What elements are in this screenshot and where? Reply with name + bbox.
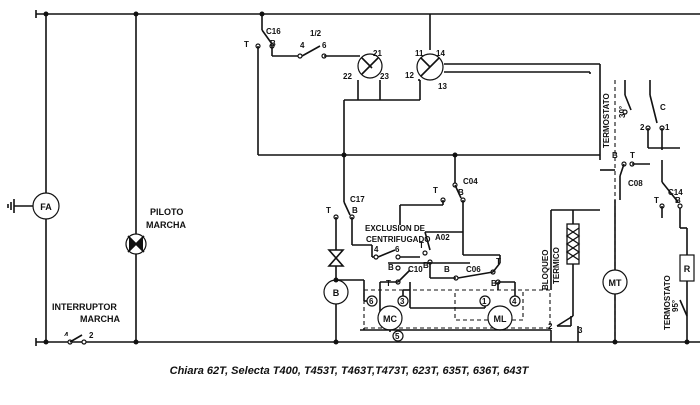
c16-b: B xyxy=(270,39,276,48)
c14-b: B xyxy=(675,196,681,205)
lock-3: 3 xyxy=(578,326,583,335)
c14-t: T xyxy=(654,196,659,205)
switch-terminal-2: 2 xyxy=(89,331,94,340)
a02-b: B xyxy=(423,261,429,270)
c06-b: B xyxy=(444,265,450,274)
t22: 22 xyxy=(343,72,352,81)
a02-label: A02 xyxy=(435,233,450,242)
t13: 13 xyxy=(438,82,447,91)
mc-5: 5 xyxy=(395,332,400,341)
switch-label-2: MARCHA xyxy=(80,314,120,324)
thermostat-section: TERMOSTATO 30° B T C08 C 2 1 C14 T B R xyxy=(602,80,695,345)
r-heater-label: R xyxy=(684,264,691,274)
sw-6: 6 xyxy=(322,41,327,50)
c17-t: T xyxy=(326,206,331,215)
t12: 12 xyxy=(405,71,414,80)
pilot-label-1: PILOTO xyxy=(150,207,183,217)
mt-motor-label: MT xyxy=(609,278,622,288)
c10-b: B xyxy=(388,263,394,272)
t21: 21 xyxy=(373,49,382,58)
diagram-caption: Chiara 62T, Selecta T400, T453T, T463T,T… xyxy=(170,365,530,377)
exclusion-label-1: EXCLUSION DE xyxy=(365,224,426,233)
pilot-lamp: PILOTO MARCHA xyxy=(125,207,186,255)
spin-exclusion: EXCLUSION DE CENTRIFUGADO 4 6 T B A02 xyxy=(365,224,450,278)
thermo-c: C xyxy=(660,103,666,112)
switch-terminal-4: 4 xyxy=(64,331,69,340)
thermal-block-label-2: TERMICO xyxy=(552,247,561,284)
c10-label: C10 xyxy=(408,265,423,274)
excl-6: 6 xyxy=(395,245,400,254)
thermal-block: BLOQUEO TERMICO 2 3 xyxy=(360,209,600,342)
t14: 14 xyxy=(436,49,445,58)
thermostat-bottom-label: TERMOSTATO xyxy=(663,275,672,330)
pilot-label-2: MARCHA xyxy=(146,220,186,230)
c04-t: T xyxy=(433,186,438,195)
fa-label: FA xyxy=(40,202,52,212)
c06-b2: B xyxy=(491,279,497,288)
c06-label: C06 xyxy=(466,265,481,274)
b-motor-label: B xyxy=(333,288,340,298)
c16-label: C16 xyxy=(266,27,281,36)
mc-6: 6 xyxy=(369,297,374,306)
c17-valve-branch: C17 T B B xyxy=(323,155,372,345)
excl-4: 4 xyxy=(374,245,379,254)
c14-label: C14 xyxy=(668,188,683,197)
ml-4: 4 xyxy=(512,297,517,306)
c17-label: C17 xyxy=(350,195,365,204)
c04-b: B xyxy=(458,188,464,197)
a02-t: T xyxy=(419,241,424,250)
thermostat-bottom-temp: 95° xyxy=(671,300,680,312)
c16-t: T xyxy=(244,40,249,49)
c10-c06-switches: B C10 T B C06 T B xyxy=(379,254,501,320)
exclusion-label-2: CENTRIFUGADO xyxy=(366,235,430,244)
fa-filter: FA xyxy=(7,192,60,220)
c17-b: B xyxy=(352,206,358,215)
motor-box: MC 6 3 5 ML 1 4 xyxy=(336,279,551,342)
t23: 23 xyxy=(380,72,389,81)
thermo-t: T xyxy=(630,151,635,160)
mc-3: 3 xyxy=(400,297,405,306)
ml-motor-label: ML xyxy=(494,314,507,324)
thermal-block-label-1: BLOQUEO xyxy=(541,250,550,290)
main-switch: INTERRUPTOR MARCHA 4 2 xyxy=(52,302,120,345)
c10-t: T xyxy=(386,279,391,288)
switch-label-1: INTERRUPTOR xyxy=(52,302,117,312)
c08-label: C08 xyxy=(628,179,643,188)
t11: 11 xyxy=(415,49,424,58)
thermo-1: 1 xyxy=(665,123,670,132)
thermostat-top-label: TERMOSTATO xyxy=(602,93,611,148)
ml-1: 1 xyxy=(482,297,487,306)
thermo-b: B xyxy=(612,151,618,160)
c06-t: T xyxy=(496,257,501,266)
mt-motor: MT xyxy=(600,80,628,345)
sw-4: 4 xyxy=(300,41,305,50)
timer-top: C16 T B 1/2 4 6 21 22 23 11 14 12 13 xyxy=(244,11,601,160)
c04-label: C04 xyxy=(463,177,478,186)
switch-half: 1/2 xyxy=(310,29,322,38)
mid-bus: C04 T B xyxy=(258,152,600,255)
thermo-2: 2 xyxy=(640,123,645,132)
mc-motor-label: MC xyxy=(383,314,397,324)
lock-2: 2 xyxy=(548,322,553,331)
supply-rails xyxy=(35,10,700,346)
